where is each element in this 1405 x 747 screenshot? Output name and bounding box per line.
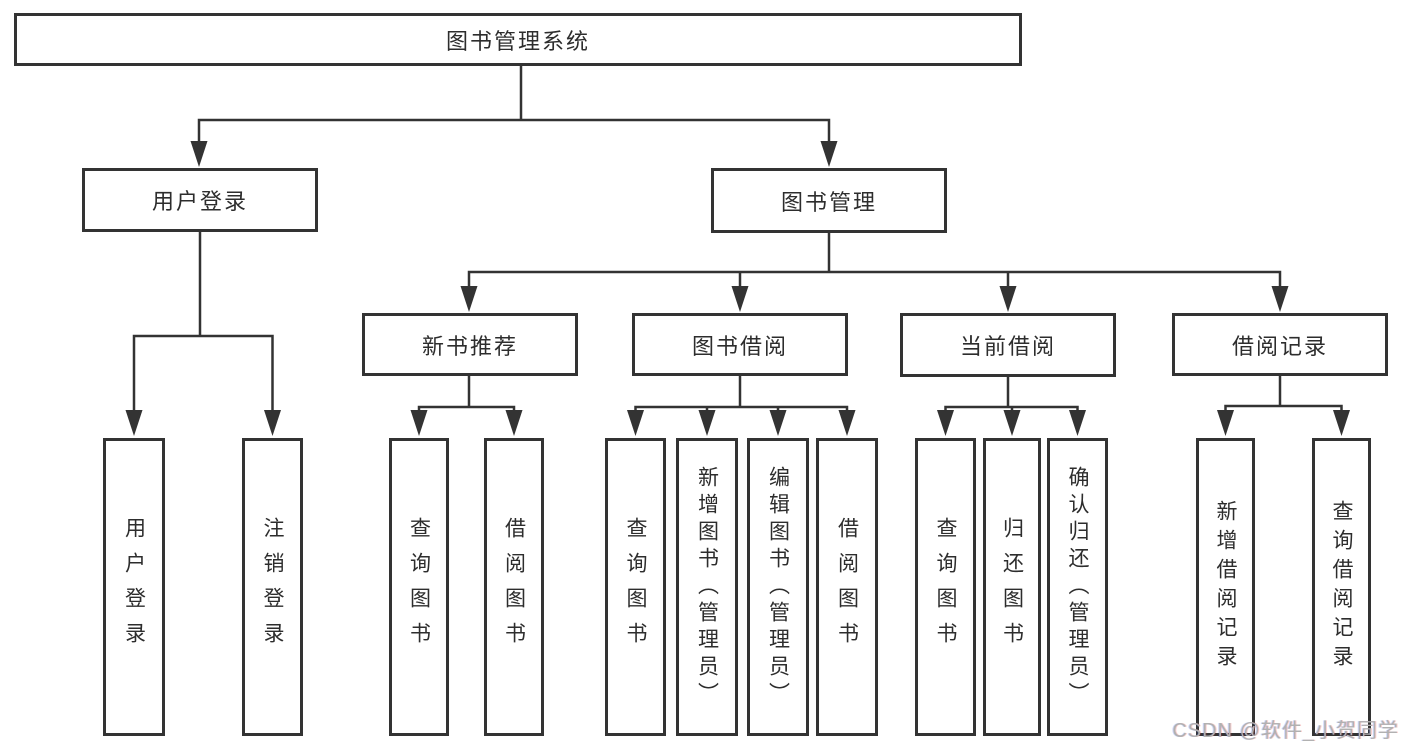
leaf-borrow-books-recommend-label: 借阅图书 <box>502 517 526 657</box>
leaf-confirm-return-admin: 确认归还（管理员） <box>1047 438 1108 736</box>
leaf-add-books-admin-label: 新增图书（管理员） <box>695 465 719 709</box>
leaf-add-books-admin: 新增图书（管理员） <box>676 438 738 736</box>
leaf-query-books-borrowing: 查询图书 <box>605 438 666 736</box>
node-borrow-records-label: 借阅记录 <box>1231 333 1328 359</box>
node-root-label: 图书管理系统 <box>445 28 590 54</box>
leaf-borrow-books: 借阅图书 <box>816 438 878 736</box>
leaf-query-books-current: 查询图书 <box>915 438 976 736</box>
leaf-user-login: 用户登录 <box>103 438 165 736</box>
node-user-login-label: 用户登录 <box>151 189 248 214</box>
leaf-query-books-current-label: 查询图书 <box>934 517 957 657</box>
node-current-borrowing: 当前借阅 <box>900 313 1116 377</box>
leaf-logout: 注销登录 <box>242 438 303 736</box>
node-book-borrowing-label: 图书借阅 <box>691 333 788 359</box>
node-root: 图书管理系统 <box>14 13 1022 66</box>
leaf-return-books: 归还图书 <box>983 438 1041 736</box>
node-current-borrowing-label: 当前借阅 <box>959 334 1056 359</box>
node-new-book-recommend-label: 新书推荐 <box>421 333 518 359</box>
node-book-management-label: 图书管理 <box>780 189 877 215</box>
node-book-borrowing: 图书借阅 <box>632 313 848 376</box>
leaf-logout-label: 注销登录 <box>261 517 284 657</box>
node-book-management: 图书管理 <box>711 168 947 233</box>
node-borrow-records: 借阅记录 <box>1172 313 1388 376</box>
leaf-query-borrow-record-label: 查询借阅记录 <box>1330 500 1353 674</box>
leaf-query-books-recommend-label: 查询图书 <box>407 517 431 657</box>
leaf-add-borrow-record-label: 新增借阅记录 <box>1214 500 1237 674</box>
node-user-login: 用户登录 <box>82 168 318 232</box>
watermark: CSDN @软件_小贺同学 <box>1172 720 1399 742</box>
node-new-book-recommend: 新书推荐 <box>362 313 578 376</box>
leaf-user-login-label: 用户登录 <box>122 517 146 657</box>
leaf-query-books-borrowing-label: 查询图书 <box>624 517 647 657</box>
leaf-query-books-recommend: 查询图书 <box>389 438 449 736</box>
leaf-confirm-return-admin-label: 确认归还（管理员） <box>1066 465 1089 709</box>
leaf-edit-books-admin-label: 编辑图书（管理员） <box>766 465 790 709</box>
leaf-query-borrow-record: 查询借阅记录 <box>1312 438 1371 736</box>
leaf-return-books-label: 归还图书 <box>1000 517 1024 657</box>
leaf-add-borrow-record: 新增借阅记录 <box>1196 438 1255 736</box>
leaf-borrow-books-recommend: 借阅图书 <box>484 438 544 736</box>
leaf-borrow-books-label: 借阅图书 <box>835 517 859 657</box>
leaf-edit-books-admin: 编辑图书（管理员） <box>747 438 809 736</box>
arrowheads <box>125 141 1350 436</box>
